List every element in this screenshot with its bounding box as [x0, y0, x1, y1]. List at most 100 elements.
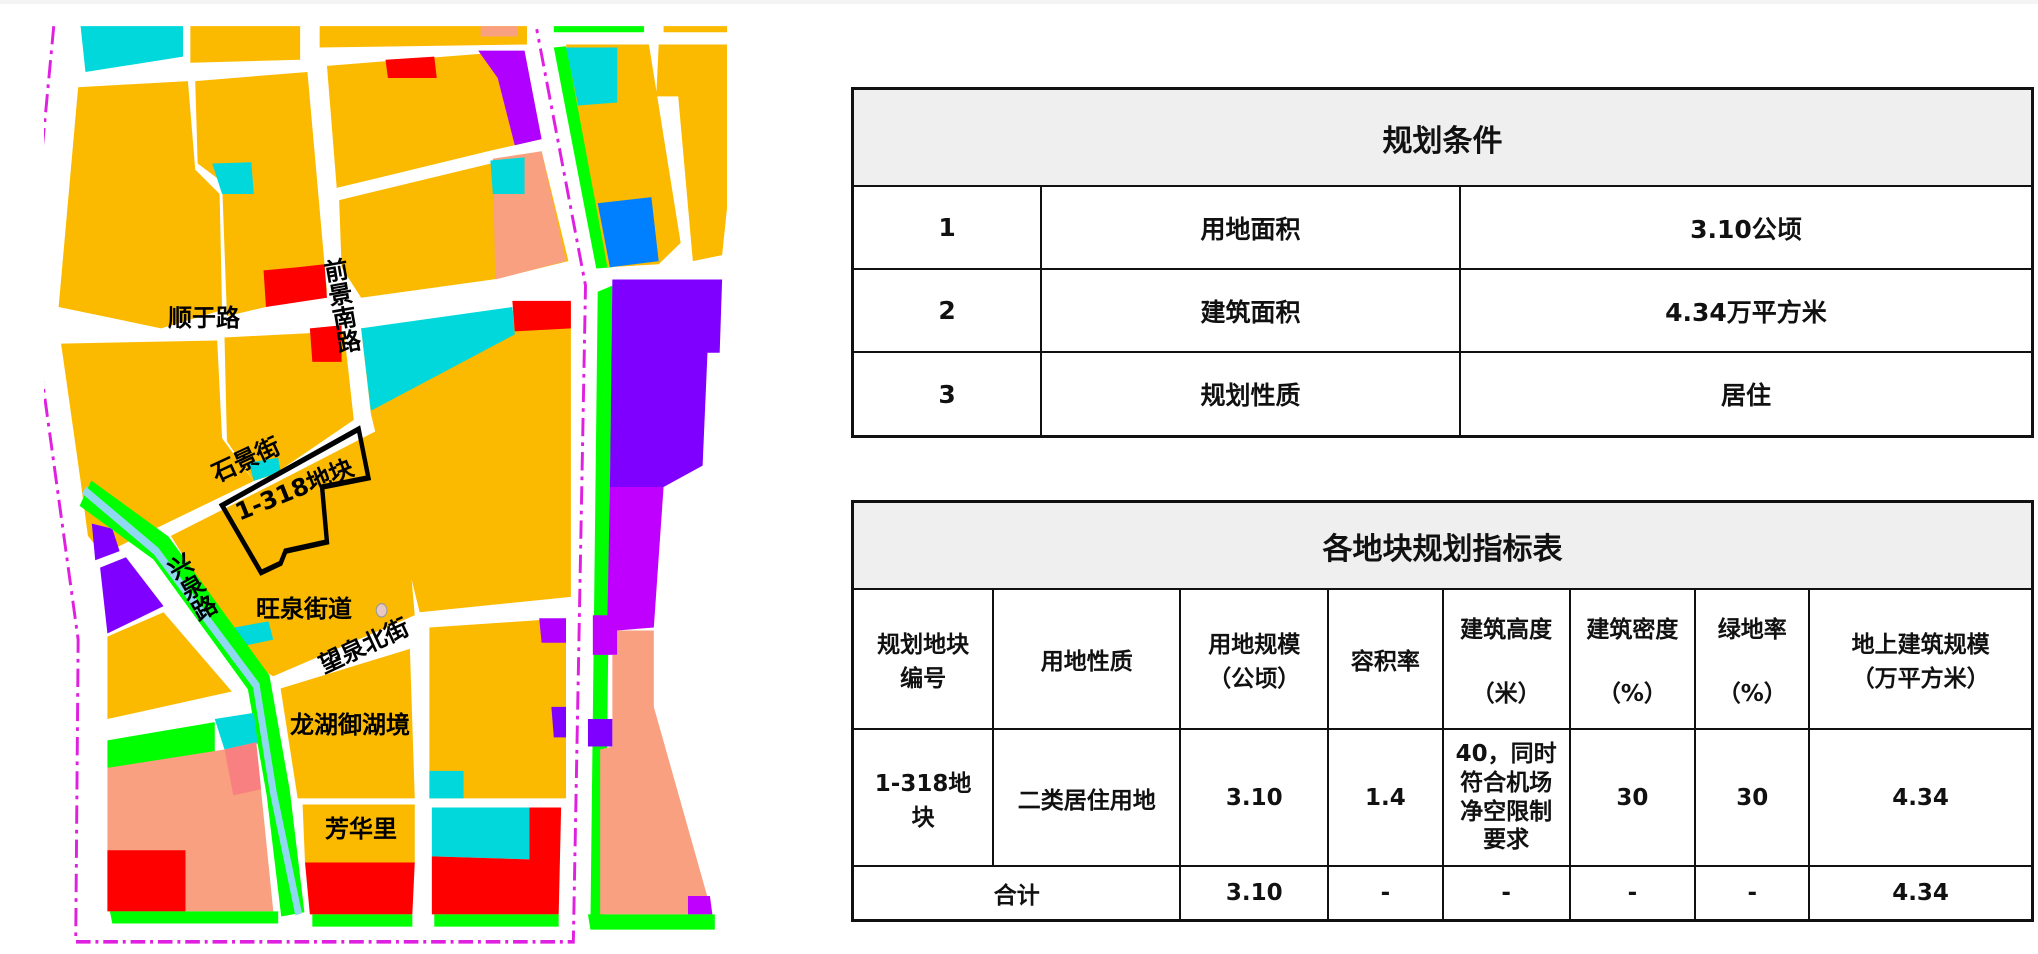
- table-title: 规划条件: [851, 87, 2034, 187]
- parcel-purple: [587, 719, 613, 747]
- cell-far: 1.4: [1327, 728, 1444, 867]
- parcel-residential: [326, 53, 542, 188]
- header-line: 编号: [900, 666, 947, 692]
- header-density: 建筑密度 （%）: [1568, 588, 1697, 730]
- river: [82, 486, 302, 916]
- table-row: 3 规划性质 居住: [851, 351, 2034, 438]
- parcel-commercial: [263, 264, 327, 307]
- parcel-commercial: [385, 56, 437, 79]
- land-use-map: 顺于路 前景南路 石景街 1-318地块 兴泉路 旺泉街道 望泉北街 龙湖御湖境…: [0, 0, 760, 954]
- cell-line: 符合机场: [1460, 769, 1553, 796]
- header-gfa: 地上建筑规模（万平方米）: [1808, 588, 2034, 730]
- parcel-cyan: [80, 26, 184, 72]
- cell-area: 3.10: [1179, 728, 1330, 867]
- table-header-row: 规划地块编号 用地性质 用地规模（公顷） 容积率 建筑高度（米） 建筑密度（%）…: [851, 588, 2034, 730]
- header-line: （%）: [1717, 681, 1787, 707]
- header-line: （%）: [1597, 681, 1667, 707]
- header-height: 建筑高度 （米）: [1441, 588, 1571, 730]
- row-number: 1: [851, 184, 1043, 271]
- cell-line: 块: [911, 804, 935, 831]
- parcel-commercial: [309, 325, 342, 362]
- table-row: 1 用地面积 3.10公顷: [851, 184, 2034, 271]
- parcel-residential: [429, 618, 567, 799]
- planning-conditions-table: 规划条件 1 用地面积 3.10公顷 2 建筑面积 4.34万平方米 3 规划性…: [851, 87, 2034, 438]
- parcel-residential: [107, 612, 232, 720]
- row-value: 4.34万平方米: [1458, 268, 2034, 354]
- parcel-cyan: [248, 457, 281, 481]
- total-label: 合计: [851, 865, 1182, 921]
- parcel-blue: [597, 197, 659, 268]
- header-line: 建筑高度: [1460, 617, 1553, 643]
- cell-line: 40，同时: [1455, 741, 1557, 767]
- parcel-residential: [280, 648, 415, 799]
- parcel-cyan: [431, 807, 530, 860]
- parcel-green: [109, 911, 279, 924]
- header-line: （公顷）: [1208, 666, 1301, 692]
- community-label-longhu: 龙湖御湖境: [290, 711, 410, 739]
- header-line: 绿地率: [1717, 617, 1787, 643]
- planning-boundary: [44, 25, 587, 944]
- row-number: 2: [851, 268, 1043, 354]
- map-graphic: [44, 25, 727, 944]
- header-area: 用地规模 （公顷）: [1179, 588, 1330, 730]
- location-marker-icon: [375, 603, 388, 618]
- parcel-salmon: [224, 742, 262, 796]
- cell-line: 净空限制: [1460, 798, 1553, 825]
- table-row: 2 建筑面积 4.34万平方米: [851, 268, 2034, 354]
- parcel-purple: [100, 557, 164, 634]
- header-line: （万平方米）: [1851, 666, 1990, 692]
- total-row: 合计 3.10 - - - - 4.34: [851, 865, 2034, 921]
- parcel-residential: [663, 26, 727, 33]
- plot-indicators-table: 各地块规划指标表 规划地块编号 用地性质 用地规模（公顷） 容积率 建筑高度（米…: [851, 500, 2034, 922]
- parcel-pink: [600, 630, 713, 915]
- cell-density: 30: [1568, 728, 1697, 867]
- parcel-residential: [224, 331, 354, 481]
- map-parcels: [58, 26, 727, 930]
- cell-plot-no: 1-318地块: [851, 728, 995, 867]
- parcel-cyan: [234, 621, 274, 646]
- parcel-residential: [195, 71, 327, 317]
- total-area: 3.10: [1179, 865, 1330, 921]
- cell-gfa: 4.34: [1808, 728, 2034, 867]
- cell-green: 30: [1694, 728, 1811, 867]
- cell-line: 要求: [1483, 827, 1530, 854]
- cell-land-use: 二类居住用地: [992, 728, 1182, 867]
- parcel-residential: [656, 44, 727, 262]
- parcel-purple: [91, 523, 120, 561]
- cell-line: 1-318地: [874, 770, 972, 797]
- parcel-residential: [302, 804, 415, 863]
- parcel-pink: [480, 26, 518, 37]
- parcel-magenta: [592, 487, 664, 655]
- parcel-purple: [478, 50, 542, 146]
- parcel-magenta: [687, 896, 713, 915]
- row-value: 3.10公顷: [1458, 184, 2034, 271]
- parcel-green: [587, 914, 715, 930]
- header-line: 用地规模: [1208, 632, 1301, 658]
- row-item: 建筑面积: [1040, 268, 1461, 354]
- community-label-fanghuali: 芳华里: [325, 815, 397, 843]
- subdistrict-label-wangquan: 旺泉街道: [256, 595, 352, 623]
- parcel-commercial: [107, 850, 186, 912]
- total-gfa: 4.34: [1808, 865, 2034, 921]
- plot-1-318-boundary: [218, 425, 372, 576]
- parcel-residential: [58, 81, 223, 329]
- parcel-commercial: [431, 807, 562, 915]
- parcel-cyan: [566, 47, 618, 106]
- parcel-commercial: [305, 862, 415, 915]
- parcel-commercial: [512, 300, 571, 332]
- header-line: 规划地块: [877, 632, 970, 658]
- header-line: 建筑密度: [1586, 617, 1679, 643]
- parcel-purple: [609, 279, 723, 488]
- row-number: 3: [851, 351, 1043, 438]
- top-divider: [0, 0, 2038, 4]
- total-far: -: [1327, 865, 1444, 921]
- header-plot-no: 规划地块编号: [851, 588, 995, 730]
- parcel-green: [312, 914, 413, 927]
- parcel-cyan: [429, 770, 464, 799]
- parcel-cyan: [212, 162, 254, 195]
- parcel-cyan: [361, 306, 515, 411]
- header-line: （米）: [1471, 681, 1541, 707]
- total-density: -: [1568, 865, 1697, 921]
- table-row: 1-318地块 二类居住用地 3.10 1.4 40，同时符合机场净空限制要求 …: [851, 728, 2034, 867]
- row-value: 居住: [1458, 351, 2034, 438]
